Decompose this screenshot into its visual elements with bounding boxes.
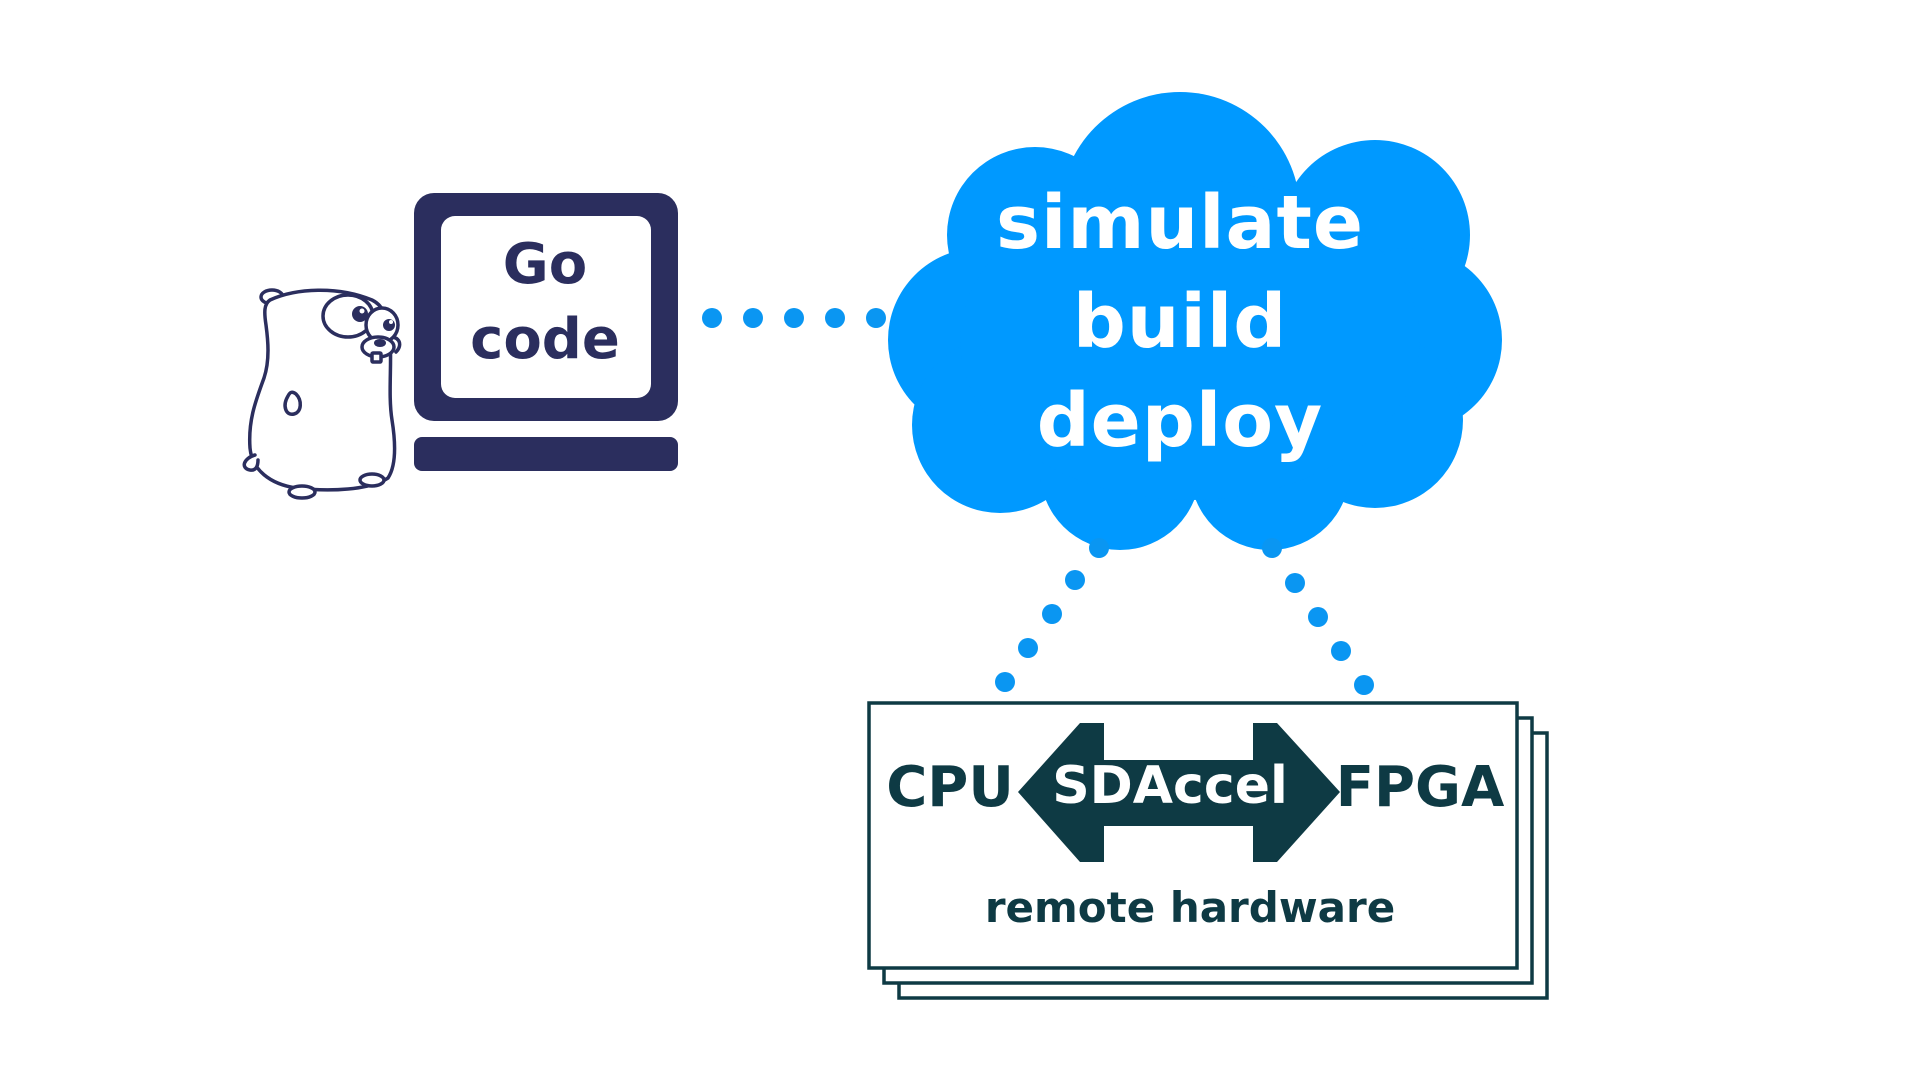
double-arrow-icon xyxy=(1018,723,1340,862)
gopher-foot-left xyxy=(287,484,317,500)
laptop-text-go: Go xyxy=(502,232,588,297)
gopher-arm-left xyxy=(242,453,260,472)
hardware-card-front xyxy=(867,701,1519,970)
gopher-tooth xyxy=(370,351,383,364)
laptop-screen xyxy=(441,216,651,398)
cpu-label: CPU xyxy=(886,755,1014,820)
cloud-text-simulate: simulate xyxy=(995,180,1365,266)
gopher-icon xyxy=(242,288,402,500)
laptop-base xyxy=(414,437,678,471)
sdaccel-label: SDAccel xyxy=(1052,756,1288,816)
connector-laptop-cloud xyxy=(702,308,886,328)
gopher-foot-right xyxy=(358,472,386,488)
gopher-belly-mark xyxy=(283,390,302,416)
cloud-text-deploy: deploy xyxy=(1036,378,1324,464)
fpga-label: FPGA xyxy=(1335,755,1505,820)
laptop-icon xyxy=(414,193,678,471)
laptop-text-code: code xyxy=(470,307,620,372)
remote-hardware-caption: remote hardware xyxy=(984,883,1396,932)
hardware-stack xyxy=(867,701,1549,1000)
cloud-text-build: build xyxy=(1072,279,1288,365)
gopher-eye-shine xyxy=(359,308,393,324)
cloud-icon xyxy=(888,92,1502,550)
